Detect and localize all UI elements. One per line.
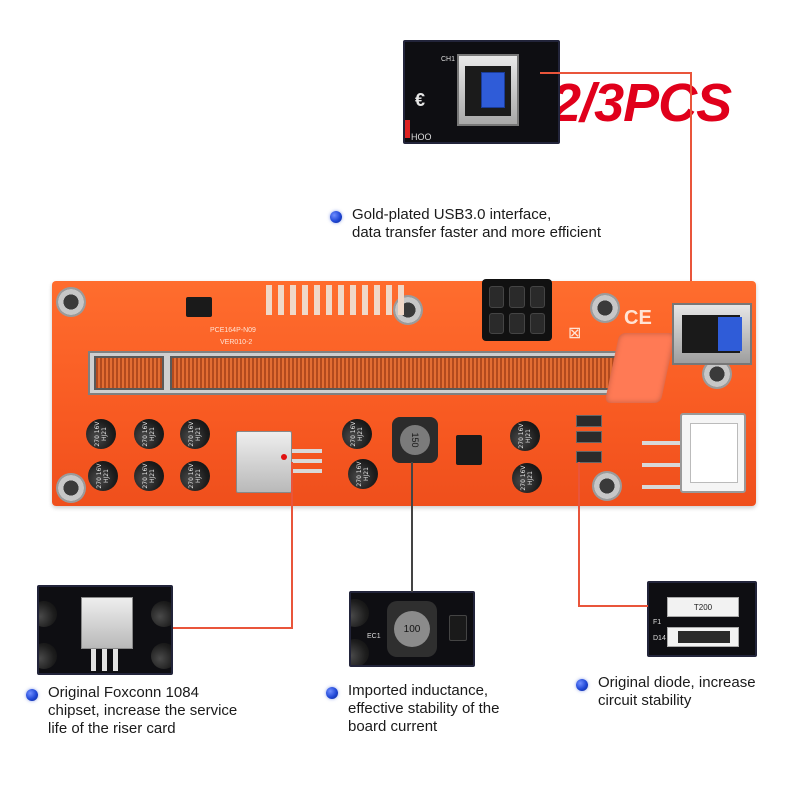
capacitor: 270 16V HJ21 [342,419,372,449]
feature-inductance-line2: effective stability of the [348,700,500,717]
capacitor-closeup [39,601,57,627]
capacitor: 270 16V HJ21 [512,463,542,493]
chipset-callout-line-v [291,462,293,628]
usb-inset-photo: CH1 € HOO [403,40,560,144]
mount-hole [590,293,620,323]
diode-inset-photo: T200 F1 D14 [647,581,757,657]
board-model-label: PCE164P-N09 [210,327,256,334]
capacitor-closeup [39,643,57,669]
usb-ch1-label: CH1 [441,56,456,63]
regulator-legs [292,449,322,479]
diode [576,451,602,463]
capacitor: 270 16V HJ21 [510,421,540,451]
usb-callout-line-h [540,72,692,74]
capacitor: 270 16V HJ21 [88,461,118,491]
diode [576,415,602,427]
molex-power-connector [680,413,746,493]
capacitor-closeup [351,599,369,627]
chip-closeup [449,615,467,641]
smd-row [266,285,406,315]
usb-hoo-label: HOO [411,132,432,142]
mount-hole [56,473,86,503]
diode-f1-label: F1 [653,619,662,626]
red-dot-marker [281,454,287,460]
bullet-icon [330,211,342,223]
inductor-closeup-label: 100 [394,611,430,647]
mount-hole [56,287,86,317]
feature-chipset-line1: Original Foxconn 1084 [48,684,199,701]
inductor-ec-label: EC1 [367,633,381,640]
diode-t200-label: T200 [693,602,713,612]
capacitor-closeup [351,639,369,665]
slot-latch [604,333,676,403]
diode-closeup-bottom [667,627,739,647]
bullet-icon [26,689,38,701]
feature-inductance-line3: board current [348,718,438,735]
inductor-coil: 150 [392,417,438,463]
capacitor: 270 16V HJ21 [348,459,378,489]
molex-pins [642,431,680,491]
feature-inductance: Imported inductance, effective stability… [326,682,499,736]
usb-port-housing [457,54,519,126]
diode-d14-label: D14 [653,635,666,642]
feature-diode-line2: circuit stability [598,692,692,709]
diode [576,431,602,443]
inductor-callout-line [411,462,413,592]
capacitor: 270 16V HJ21 [180,419,210,449]
capacitor-closeup [151,643,171,669]
bullet-icon [326,687,338,699]
capacitor: 270 16V HJ21 [86,419,116,449]
regulator-1084 [236,431,292,493]
feature-chipset-line3: life of the riser card [48,720,176,737]
feature-usb-line2: data transfer faster and more efficient [352,224,602,241]
feature-inductance-line1: Imported inductance, [348,682,489,699]
capacitor: 270 16V HJ21 [134,419,164,449]
diode-callout-line-v [578,462,580,606]
inductor-inset-photo: 100 EC1 [349,591,475,667]
inductor-closeup: 100 [387,601,437,657]
pcie-6pin-connector [482,279,552,341]
recycle-bin-icon: ⊠ [568,325,582,342]
feature-usb-line1: Gold-plated USB3.0 interface, [352,206,552,223]
controller-chip [456,435,482,465]
feature-usb: Gold-plated USB3.0 interface, data trans… [330,206,601,242]
ce-mark: CE [624,307,652,329]
feature-chipset: Original Foxconn 1084 chipset, increase … [26,684,237,738]
red-marker [405,120,410,138]
eeprom-chip [186,297,212,317]
ce-icon: € [415,90,426,110]
regulator-closeup [81,597,133,649]
regulator-closeup-legs [91,649,123,671]
usb-callout-line-v [690,72,692,302]
mount-hole [592,471,622,501]
feature-diode: Original diode, increase circuit stabili… [576,674,756,710]
feature-chipset-line2: chipset, increase the service [48,702,238,719]
board-version-label: VER010-2 [220,339,253,346]
chipset-inset-photo [37,585,173,675]
inductor-label: 150 [400,425,430,455]
board-usb-port [672,303,752,365]
feature-diode-line1: Original diode, increase [598,674,756,691]
diode-closeup-top: T200 [667,597,739,617]
bullet-icon [576,679,588,691]
chipset-callout-line-h [173,627,293,629]
pcie-x16-slot [88,351,628,395]
riser-board: PCE164P-N09 VER010-2 CE ⊠ 270 16V HJ21 2… [52,279,756,506]
capacitor: 270 16V HJ21 [180,461,210,491]
diode-callout-line-h [578,605,648,607]
capacitor-closeup [151,601,171,627]
capacitor: 270 16V HJ21 [134,461,164,491]
